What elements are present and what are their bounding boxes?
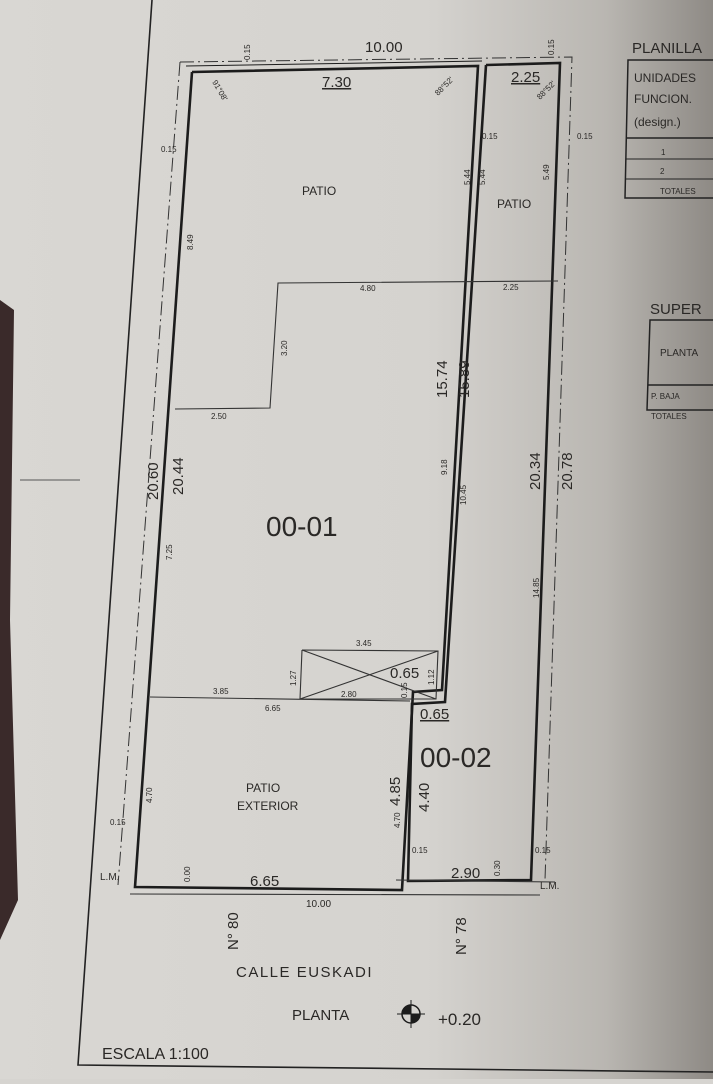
superficie-title: SUPER — [650, 301, 702, 318]
dimension-label: 6.65 — [250, 873, 279, 890]
dimension-label: L.M. — [540, 881, 559, 892]
dimension-label: 2.25 — [511, 69, 540, 86]
scale-label: ESCALA 1:100 — [102, 1046, 209, 1063]
dimension-label: 0.30 — [493, 860, 502, 876]
dark-edge — [0, 300, 18, 940]
level-value: +0.20 — [438, 1010, 481, 1029]
dimension-label: 8.49 — [186, 234, 195, 250]
dimension-label: 6.65 — [265, 704, 281, 713]
room-patio-exterior: PATIO — [246, 781, 280, 795]
dimension-label: 0.15 — [110, 818, 126, 827]
dimension-label: 2.90 — [451, 865, 480, 882]
dimension-label: 0.15 — [400, 682, 409, 698]
dimension-label: 20.44 — [170, 457, 187, 495]
dimension-label: 2.25 — [503, 283, 519, 292]
street-number-80: N° 80 — [225, 912, 242, 950]
dimension-label: 10.00 — [365, 39, 403, 56]
dimension-label: 2.50 — [211, 412, 227, 421]
dimension-label: 4.40 — [416, 783, 433, 812]
dimension-label: 3.45 — [356, 639, 372, 648]
dimension-label: 5.44 — [478, 169, 487, 185]
dimension-label: 7.30 — [322, 74, 351, 91]
dimension-label: 0.15 — [547, 39, 556, 55]
interior-lines — [129, 280, 559, 896]
dimension-label: 1.12 — [427, 669, 436, 685]
dimension-labels: 10.00 7.30 2.25 0.15 0.15 0.15 4.80 2.25… — [100, 39, 593, 910]
dimension-label: 9.18 — [440, 459, 449, 475]
table-header: UNIDADES — [634, 71, 696, 85]
level-label: PLANTA — [292, 1007, 349, 1024]
dimension-label: 15.89 — [456, 360, 473, 398]
dimension-label: 3.20 — [280, 340, 289, 356]
table-header: FUNCION. — [634, 92, 692, 106]
dimension-label: 0.00 — [183, 866, 192, 882]
dimension-label: 0.65 — [420, 706, 449, 723]
dimension-label: 0.15 — [535, 846, 551, 855]
table-row: 1 — [661, 148, 666, 157]
unit-00-02-outline — [406, 61, 562, 883]
unit-label-00-01: 00-01 — [266, 511, 338, 542]
dimension-label: 10.00 — [306, 899, 331, 910]
room-patio-00-02: PATIO — [497, 197, 531, 211]
dimension-label: 4.80 — [360, 284, 376, 293]
room-patio-00-01: PATIO — [302, 184, 336, 198]
lot-boundary — [117, 56, 573, 886]
street-name: CALLE EUSKADI — [236, 964, 373, 981]
street-number-78: N° 78 — [453, 917, 470, 955]
dimension-label: 20.78 — [559, 452, 576, 490]
table-row: P. BAJA — [651, 392, 680, 401]
dimension-label: 2.80 — [341, 690, 357, 699]
room-patio-exterior-2: EXTERIOR — [237, 799, 299, 813]
dimension-label: 0.65 — [390, 665, 419, 682]
dimension-label: 20.34 — [527, 452, 544, 490]
dimension-label: 0.15 — [577, 132, 593, 141]
dimension-label: 0.15 — [412, 846, 428, 855]
table-row: TOTALES — [651, 412, 687, 421]
dimension-label: 10.45 — [459, 484, 468, 505]
dimension-label: 5.44 — [463, 169, 472, 185]
dimension-label: 0.15 — [161, 145, 177, 154]
sheet-frame — [77, 0, 713, 1073]
table-row: TOTALES — [660, 187, 696, 196]
dimension-label: 3.85 — [213, 687, 229, 696]
dimension-label: 0.15 — [243, 44, 252, 60]
superficie-table: SUPER PLANTA P. BAJA TOTALES — [646, 301, 713, 421]
dimension-label: 4.85 — [387, 777, 404, 806]
table-header: (design.) — [634, 115, 681, 129]
dimension-label: 4.70 — [393, 812, 402, 828]
dimension-label: 7.25 — [165, 544, 174, 560]
level-marker-icon — [397, 1000, 425, 1028]
dimension-label: 14.85 — [532, 577, 541, 598]
unit-label-00-02: 00-02 — [420, 742, 492, 773]
planilla-title: PLANILLA — [632, 40, 702, 57]
dimension-label: 15.74 — [434, 360, 451, 398]
dimension-label: L.M. — [100, 872, 119, 883]
table-row: 2 — [660, 167, 665, 176]
dimension-label: 1.27 — [289, 670, 298, 686]
dimension-label: 20.60 — [145, 462, 162, 500]
rotated-dimension-labels: 0.15 0.15 91°08' 88°52' 88°52' 8.49 5.44… — [145, 39, 576, 882]
dimension-label: 5.49 — [542, 164, 551, 180]
dimension-label: 4.70 — [145, 787, 154, 803]
planilla-table: PLANILLA UNIDADES FUNCION. (design.) 1 2… — [624, 40, 713, 199]
unit-00-01-outline — [133, 60, 483, 892]
dimension-label: 0.15 — [482, 132, 498, 141]
table-header: PLANTA — [660, 348, 698, 359]
